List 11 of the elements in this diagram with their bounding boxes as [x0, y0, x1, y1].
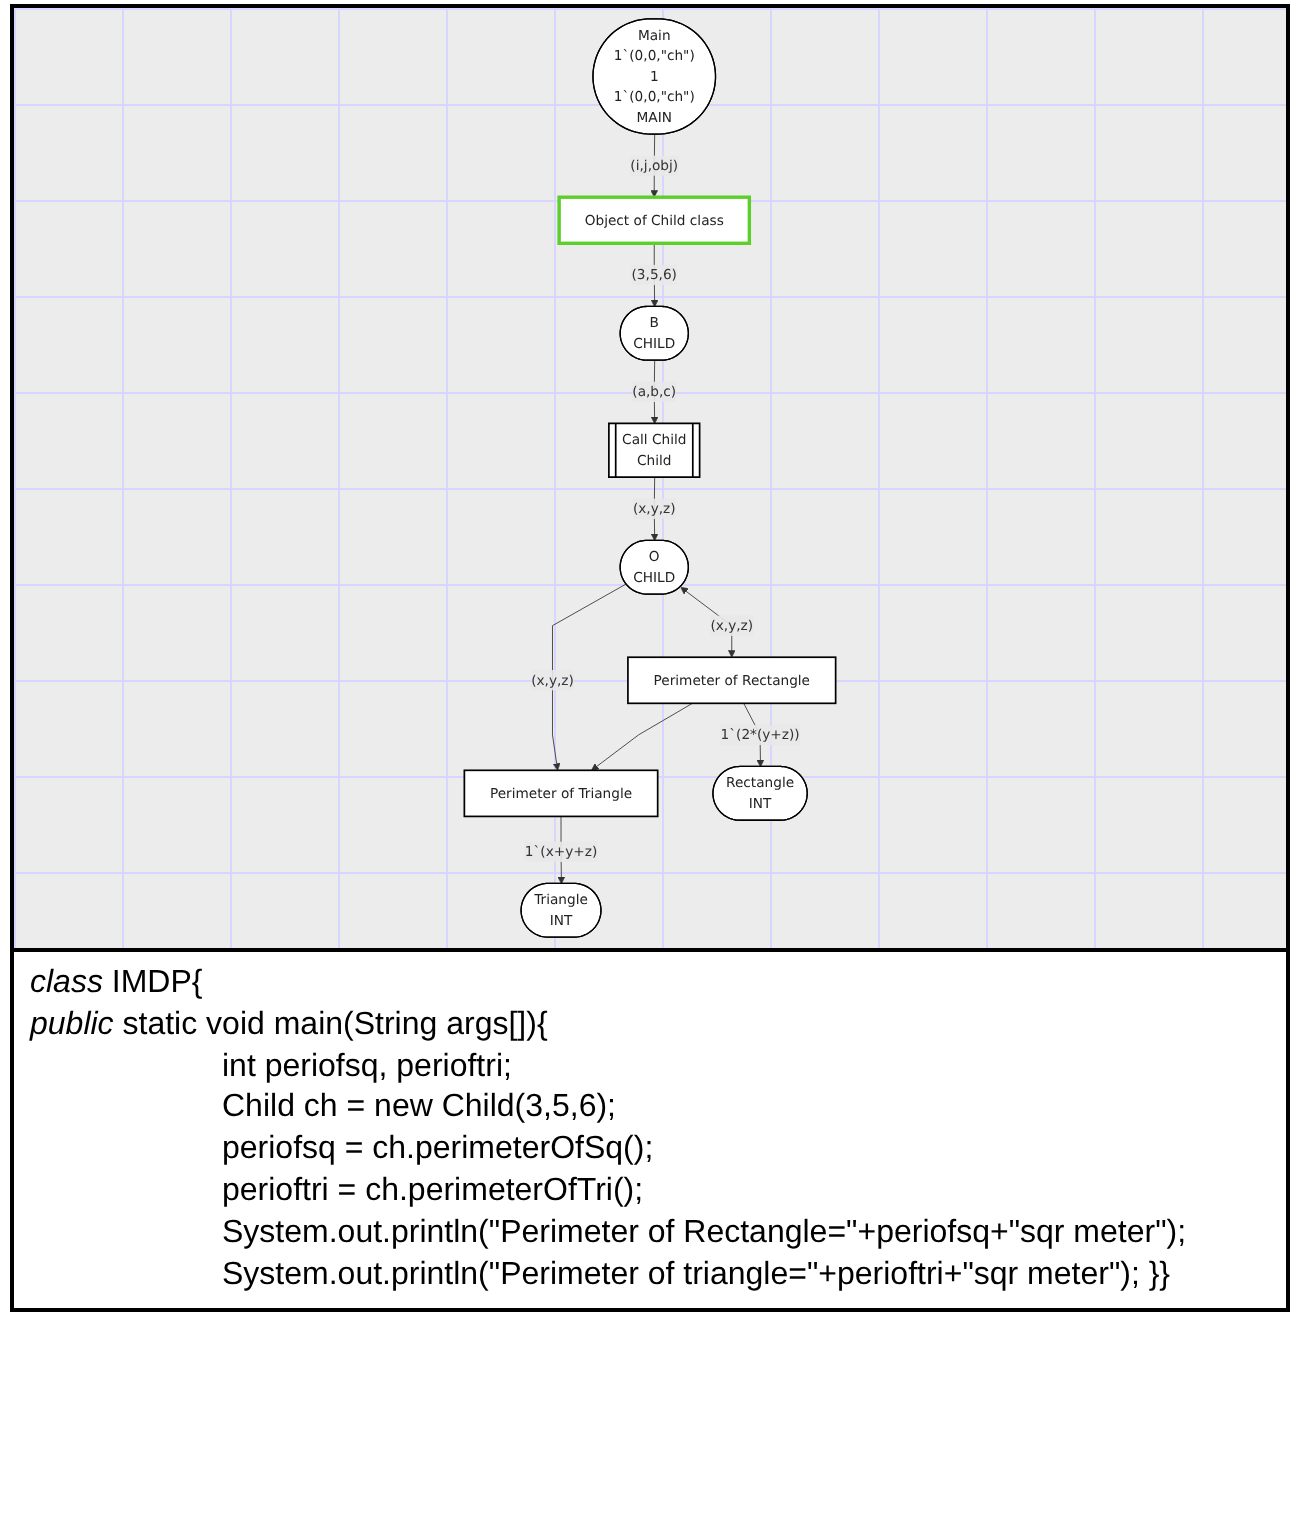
- code-line: perioftri = ch.perimeterOfTri();: [220, 1171, 646, 1212]
- code-line: periofsq = ch.perimeterOfSq();: [220, 1130, 656, 1171]
- node-box: [557, 195, 752, 245]
- node-box: [627, 656, 837, 705]
- code-line: System.out.println("Perimeter of triangle="+perioftri+"sqr meter"); }}: [220, 1255, 1173, 1296]
- code-line: int periofsq, perioftri;: [220, 1047, 514, 1088]
- code-line: Child ch = new Child(3,5,6);: [220, 1088, 618, 1129]
- code-line: class IMDP{: [30, 964, 205, 1004]
- node-box: [463, 769, 659, 818]
- code-line: public static void main(String args[]){: [30, 1005, 550, 1046]
- code-line: System.out.println("Perimeter of Rectangle="+periofsq+"sqr meter");: [220, 1213, 1189, 1254]
